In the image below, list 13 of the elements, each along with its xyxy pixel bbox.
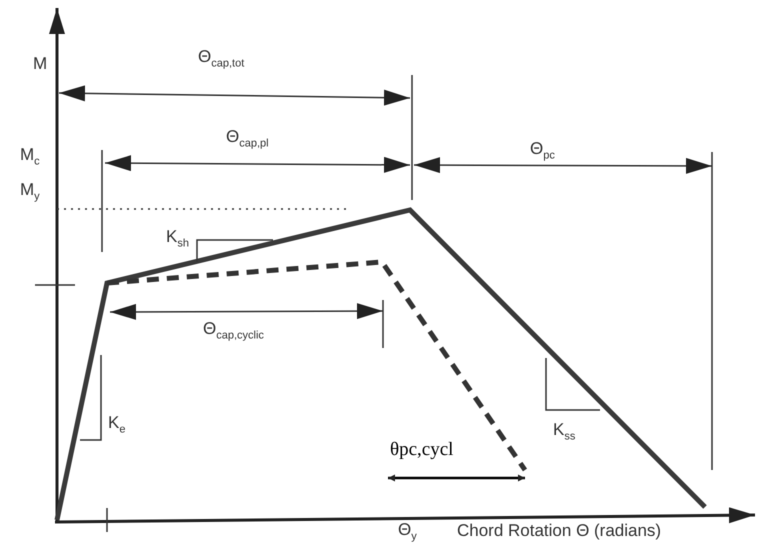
symbol-label: Θ$_{cap,pl}$: [226, 128, 269, 150]
symbol-label: Θ$_{pc}$: [530, 140, 555, 162]
symbol-label: M$_{c}$: [20, 146, 40, 168]
symbol-label: Θ$_{cap,tot}$: [198, 48, 244, 70]
symbol-label: K$_{sh}$: [166, 228, 189, 250]
symbol-label: K$_{e}$: [108, 414, 126, 436]
axis-label: Chord Rotation Θ (radians): [457, 522, 662, 541]
symbol-label: M$_{y}$: [20, 181, 40, 202]
symbol-label: Θ$_{y}$: [398, 521, 417, 542]
symbol-label: Θ$_{cap,cyclic}$: [203, 320, 264, 342]
symbol-label: M: [33, 55, 48, 74]
symbol-label: θpc,cycl: [390, 440, 454, 461]
symbol-label: K$_{ss}$: [553, 421, 576, 442]
